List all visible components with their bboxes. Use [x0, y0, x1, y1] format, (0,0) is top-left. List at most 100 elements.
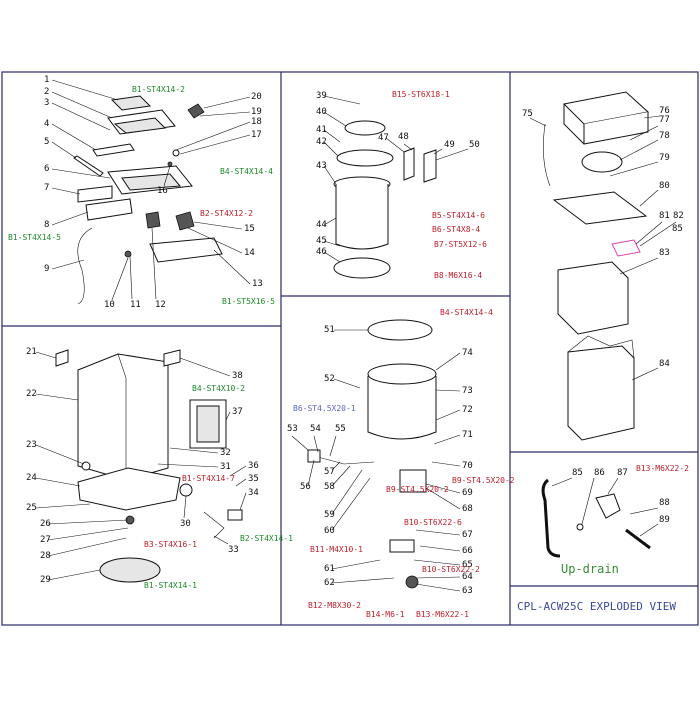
callout-24: 24	[26, 473, 37, 483]
leader-66	[419, 545, 461, 552]
leader-43	[323, 165, 337, 185]
callout-11: 11	[130, 300, 141, 310]
callout-5: 5	[44, 137, 49, 147]
callout-49: 49	[444, 140, 455, 150]
leader-68	[425, 487, 461, 510]
part-84-carton	[567, 345, 635, 441]
leader-19	[199, 111, 251, 117]
code-b3-st4x16-1: B3-ST4X16-1	[144, 540, 197, 549]
callout-89: 89	[659, 515, 670, 525]
callout-48: 48	[398, 132, 409, 142]
code-b7-st5x12-6: B7-ST5X12-6	[434, 240, 487, 249]
part-87-valve	[595, 493, 621, 519]
code-b4-st4x14-4-mid: B4-ST4X14-4	[440, 308, 493, 317]
leader-89	[639, 523, 659, 537]
callout-40: 40	[316, 107, 327, 117]
callout-33: 33	[228, 545, 239, 555]
callout-87: 87	[617, 468, 628, 478]
part-24-base	[77, 467, 181, 511]
callout-16: 16	[157, 186, 168, 196]
leader-23	[35, 444, 85, 465]
leader-50	[435, 148, 469, 161]
leader-82	[639, 221, 677, 247]
callout-52: 52	[324, 374, 335, 384]
leader-70	[431, 461, 461, 467]
part-73-tub	[367, 376, 437, 440]
callout-63: 63	[462, 586, 473, 596]
callout-27: 27	[40, 535, 51, 545]
callout-77: 77	[659, 115, 670, 125]
leader-86	[581, 477, 595, 525]
leader-20	[203, 96, 251, 109]
part-1-shape	[110, 95, 152, 111]
part-5-strip	[73, 155, 104, 177]
leader-81	[635, 221, 663, 245]
callout-14: 14	[244, 248, 255, 258]
outer-frame	[1, 71, 699, 626]
code-b8-m6x16-4: B8-M6X16-4	[434, 271, 482, 280]
leader-12	[151, 227, 157, 300]
code-b1-st5x16-5: B1-ST5X16-5	[222, 297, 275, 306]
leader-22	[35, 393, 79, 401]
callout-21: 21	[26, 347, 37, 357]
leader-18	[175, 121, 251, 151]
leader-87	[607, 477, 619, 495]
leader-59	[331, 469, 363, 515]
leader-24	[35, 477, 81, 487]
part-80-base	[552, 191, 648, 225]
part-14-15-valve	[175, 211, 195, 231]
callout-46: 46	[316, 247, 327, 257]
part-44-basket	[335, 184, 389, 250]
callout-31: 31	[220, 462, 231, 472]
leader-72	[435, 409, 461, 421]
part-37-hole	[196, 405, 220, 443]
leader-8	[51, 211, 89, 226]
leader-33	[213, 535, 229, 545]
callout-10: 10	[104, 300, 115, 310]
callout-79: 79	[659, 153, 670, 163]
callout-20: 20	[251, 92, 262, 102]
part-46-pulsator	[333, 257, 391, 279]
part-66-bracket	[389, 539, 415, 553]
leader-49	[433, 148, 443, 155]
leader-2	[51, 91, 113, 119]
leader-88	[629, 507, 659, 515]
leader-21	[35, 351, 57, 359]
code-b9-st4-5x20-2a: B9-ST4.5X20-2	[386, 485, 449, 494]
leader-35	[235, 478, 247, 487]
part-42-ring	[336, 149, 394, 167]
callout-28: 28	[40, 551, 51, 561]
callout-62: 62	[324, 578, 335, 588]
callout-64: 64	[462, 572, 473, 582]
code-b4-st4x10-2: B4-ST4X10-2	[192, 384, 245, 393]
callout-7: 7	[44, 183, 49, 193]
part-76-side	[583, 112, 649, 145]
leader-10	[111, 257, 129, 301]
leader-60	[331, 477, 371, 531]
leader-45	[323, 240, 341, 247]
leader-79	[609, 161, 659, 177]
callout-51: 51	[324, 325, 335, 335]
leader-41	[323, 129, 341, 143]
code-b14-m6-1: B14-M6-1	[366, 610, 405, 619]
part-49-filter	[423, 149, 437, 183]
part-20-hinge	[187, 103, 205, 119]
code-b13-m6x22-2: B13-M6X22-2	[636, 464, 689, 473]
leader-48	[403, 143, 413, 151]
code-b6-st4-5x20-1: B6-ST4.5X20-1	[293, 404, 356, 413]
leader-39	[323, 95, 361, 105]
leader-36	[229, 465, 247, 477]
callout-15: 15	[244, 224, 255, 234]
part-17-screw	[172, 149, 180, 157]
callout-59: 59	[324, 510, 335, 520]
leader-73	[435, 389, 461, 392]
section-tub	[307, 120, 437, 589]
part-63-pulley	[405, 575, 419, 589]
callout-50: 50	[469, 140, 480, 150]
part-34-box	[227, 509, 243, 521]
code-b15-st6x18-1: B15-ST6X18-1	[392, 90, 450, 99]
callout-85: 85	[572, 468, 583, 478]
callout-88: 88	[659, 498, 670, 508]
callout-85-secondary: 85	[672, 224, 683, 234]
